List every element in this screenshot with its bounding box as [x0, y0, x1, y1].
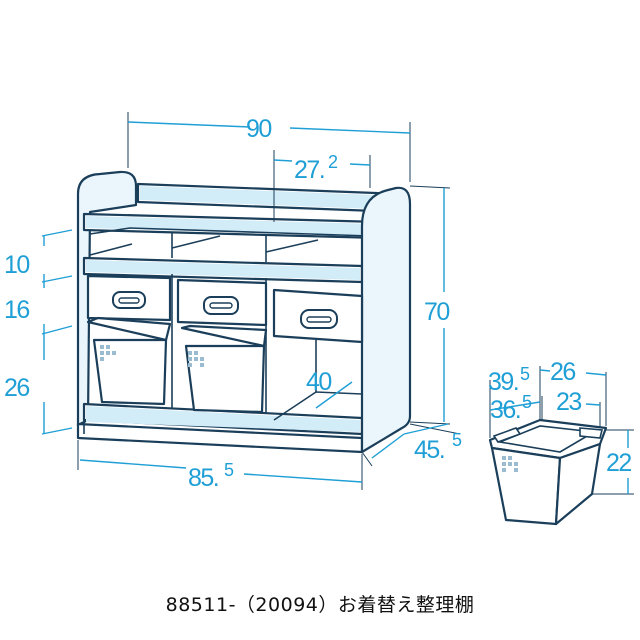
dimension-shelf-width: 90	[127, 112, 411, 182]
label-basket-top-width: 26	[550, 358, 575, 386]
left-side-panel	[76, 170, 138, 427]
basket-center	[180, 324, 268, 414]
basket-left	[86, 316, 172, 406]
drawer-left	[86, 274, 172, 322]
label-top-tier-height: 10	[4, 251, 29, 279]
right-side-panel	[360, 186, 412, 454]
label-basket-top-length-fraction: 5	[520, 364, 530, 384]
label-compartment-width-fraction: 2	[328, 152, 338, 172]
label-shelf-depth-fraction: 5	[452, 430, 462, 450]
standalone-basket	[488, 418, 608, 526]
label-basket-bottom-length-fraction: 5	[522, 392, 532, 412]
product-caption: 88511-（20094）お着替え整理棚	[165, 594, 475, 616]
label-base-width: 85.	[188, 464, 218, 492]
dimension-inner-depth: 40	[306, 368, 353, 409]
drawer-right	[272, 288, 364, 344]
label-basket-height: 22	[606, 449, 631, 477]
dimension-basket-height: 22	[592, 429, 634, 495]
dimension-shelf-depth: 45. 5	[361, 423, 462, 467]
label-compartment-width: 27.	[294, 156, 324, 184]
label-shelf-width: 90	[246, 115, 271, 143]
dimension-left-heights: 10 16 26	[4, 229, 73, 435]
shelf-unit	[76, 170, 412, 454]
dimension-basket-top: 39. 5 26	[488, 358, 607, 438]
dimension-base-width: 85. 5	[77, 440, 363, 492]
label-basket-bottom-width: 23	[556, 388, 581, 416]
label-inner-depth: 40	[306, 368, 331, 396]
label-lower-tier-height: 26	[4, 374, 29, 402]
label-basket-bottom-length: 36.	[490, 396, 520, 424]
dimension-basket-bottom: 36. 5 23	[489, 388, 601, 428]
label-basket-top-length: 39.	[488, 368, 518, 396]
label-base-width-fraction: 5	[224, 460, 234, 480]
label-shelf-height: 70	[424, 298, 449, 326]
drawer-center	[176, 278, 268, 327]
open-compartment	[273, 340, 363, 421]
dimension-compartment-width: 27. 2	[273, 150, 371, 222]
dimension-shelf-height: 70	[409, 185, 451, 425]
label-shelf-depth: 45.	[414, 436, 444, 464]
label-drawer-height: 16	[4, 296, 29, 324]
